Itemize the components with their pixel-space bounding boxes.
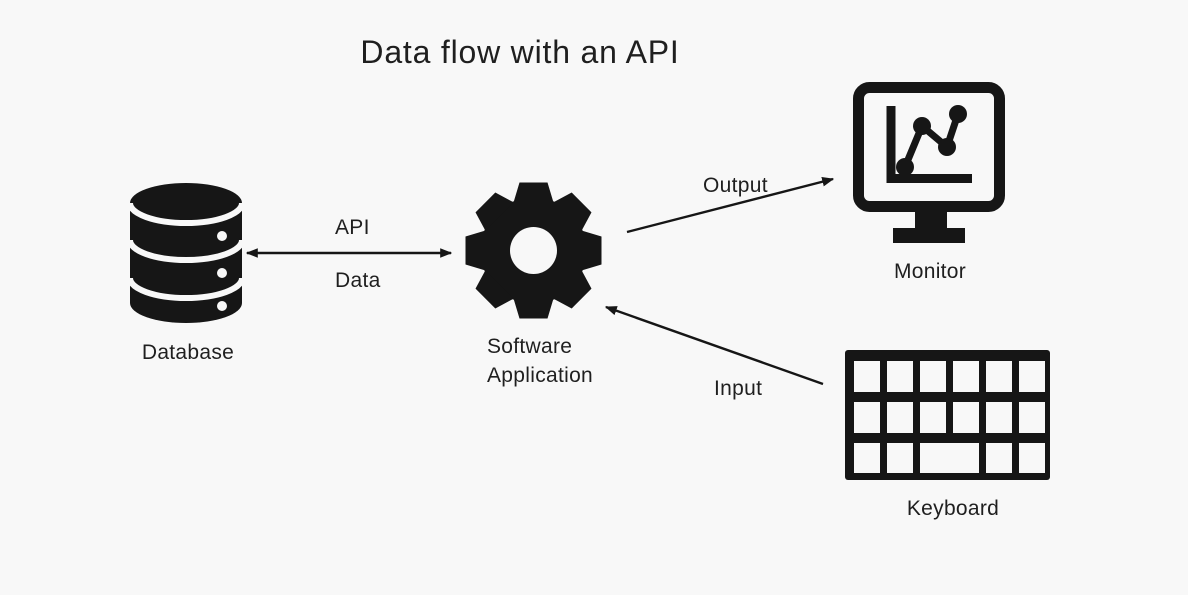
input-arrow (604, 305, 824, 386)
output-arrow (626, 177, 835, 234)
software-application-label-line1: Software (487, 335, 573, 358)
diagram-title: Data flow with an API (360, 34, 680, 70)
monitor-icon (853, 82, 1005, 243)
keyboard-icon (845, 350, 1050, 480)
monitor-label: Monitor (893, 260, 967, 283)
output-label: Output (703, 174, 768, 197)
software-application-label-line2: Application (487, 364, 594, 387)
api-label: API (335, 216, 370, 239)
keyboard-label: Keyboard (906, 497, 1000, 520)
input-label: Input (714, 377, 763, 400)
gear-icon (465, 182, 602, 319)
database-label: Database (141, 341, 235, 364)
monitor-node (853, 82, 1005, 243)
database-node (127, 183, 245, 323)
software-application-node (465, 182, 602, 319)
keyboard-node (845, 350, 1050, 480)
data-label: Data (335, 269, 381, 292)
database-icon (127, 183, 245, 323)
software-application-label: Software Application (487, 332, 593, 390)
